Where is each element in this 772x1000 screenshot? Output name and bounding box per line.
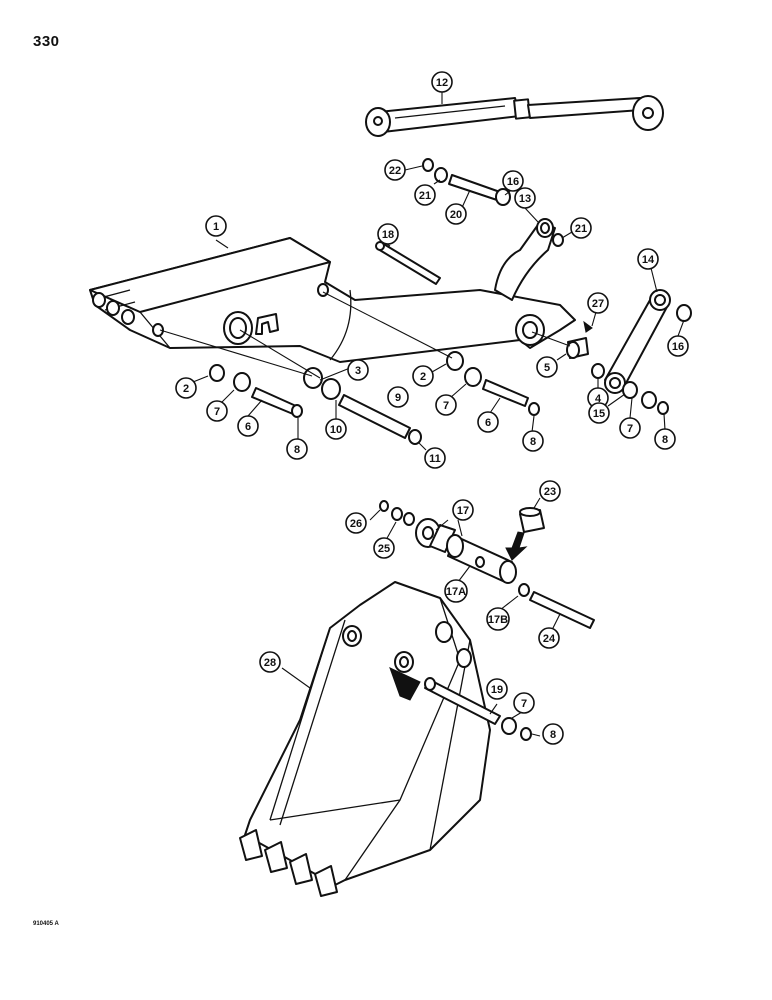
callout-28: 28 (259, 651, 281, 673)
callout-15: 15 (588, 402, 610, 424)
callout-5: 5 (536, 356, 558, 378)
callout-16: 16 (502, 170, 524, 192)
svg-text:20: 20 (450, 209, 462, 221)
svg-text:2: 2 (420, 371, 426, 383)
dipper-stick (89, 237, 576, 363)
callout-9: 9 (387, 386, 409, 408)
svg-text:6: 6 (245, 421, 251, 433)
svg-text:8: 8 (550, 729, 556, 741)
svg-text:22: 22 (389, 165, 401, 177)
callout-7: 7 (513, 692, 535, 714)
callout-7: 7 (206, 400, 228, 422)
hydraulic-cylinder (365, 95, 664, 137)
link-13 (494, 218, 556, 301)
callout-8: 8 (522, 430, 544, 452)
callout-17: 17 (452, 499, 474, 521)
svg-text:26: 26 (350, 518, 362, 530)
callout-6: 6 (237, 415, 259, 437)
svg-text:8: 8 (294, 444, 300, 456)
callout-2: 2 (412, 365, 434, 387)
svg-text:9: 9 (395, 392, 401, 404)
svg-text:2: 2 (183, 383, 189, 395)
svg-text:8: 8 (662, 434, 668, 446)
callout-12: 12 (431, 71, 453, 93)
callout-8: 8 (286, 438, 308, 460)
bucket (239, 581, 541, 897)
svg-text:14: 14 (642, 254, 655, 266)
callout-2: 2 (175, 377, 197, 399)
callout-10: 10 (325, 418, 347, 440)
callout-23: 23 (539, 480, 561, 502)
figure-code: 910405 A (33, 921, 59, 927)
svg-text:21: 21 (419, 190, 431, 202)
svg-text:17B: 17B (488, 614, 508, 626)
callout-25: 25 (373, 537, 395, 559)
svg-text:18: 18 (382, 229, 394, 241)
callout-14: 14 (637, 248, 659, 270)
svg-text:7: 7 (214, 406, 220, 418)
svg-text:12: 12 (436, 77, 448, 89)
svg-text:11: 11 (429, 453, 441, 465)
svg-text:5: 5 (544, 362, 550, 374)
svg-text:7: 7 (443, 400, 449, 412)
svg-text:21: 21 (575, 223, 587, 235)
svg-text:1: 1 (213, 221, 219, 233)
svg-text:7: 7 (521, 698, 527, 710)
page-number: 330 (33, 33, 60, 50)
callout-7: 7 (435, 394, 457, 416)
hardware-parts (209, 158, 692, 445)
callout-3: 3 (347, 359, 369, 381)
svg-text:19: 19 (491, 684, 503, 696)
callout-22: 22 (384, 159, 406, 181)
svg-text:13: 13 (519, 193, 531, 205)
callout-13: 13 (514, 187, 536, 209)
svg-text:4: 4 (595, 393, 602, 405)
callout-19: 19 (486, 678, 508, 700)
svg-text:17: 17 (457, 505, 469, 517)
callout-7: 7 (619, 417, 641, 439)
callout-21: 21 (570, 217, 592, 239)
callout-26: 26 (345, 512, 367, 534)
svg-text:8: 8 (530, 436, 536, 448)
svg-text:28: 28 (264, 657, 276, 669)
callout-6: 6 (477, 411, 499, 433)
svg-text:27: 27 (592, 298, 604, 310)
callout-17a: 17A (444, 579, 468, 603)
callout-24: 24 (538, 627, 560, 649)
callout-8: 8 (654, 428, 676, 450)
callout-20: 20 (445, 203, 467, 225)
svg-text:16: 16 (672, 341, 684, 353)
callout-1: 1 (205, 215, 227, 237)
callout-21: 21 (414, 184, 436, 206)
callout-11: 11 (424, 447, 446, 469)
link-14 (604, 289, 671, 394)
svg-text:15: 15 (593, 408, 605, 420)
svg-text:3: 3 (355, 365, 361, 377)
svg-text:16: 16 (507, 176, 519, 188)
callout-8: 8 (542, 723, 564, 745)
coupler-17 (369, 497, 595, 631)
callout-17b: 17B (486, 607, 510, 631)
svg-text:10: 10 (330, 424, 342, 436)
pin-18 (375, 241, 441, 285)
svg-text:17A: 17A (446, 586, 466, 598)
svg-text:25: 25 (378, 543, 390, 555)
svg-text:7: 7 (627, 423, 633, 435)
callout-16: 16 (667, 335, 689, 357)
svg-text:23: 23 (544, 486, 556, 498)
callout-27: 27 (587, 292, 609, 314)
callout-18: 18 (377, 223, 399, 245)
leader-lines-upper (159, 92, 685, 451)
svg-text:6: 6 (485, 417, 491, 429)
svg-text:24: 24 (543, 633, 556, 645)
